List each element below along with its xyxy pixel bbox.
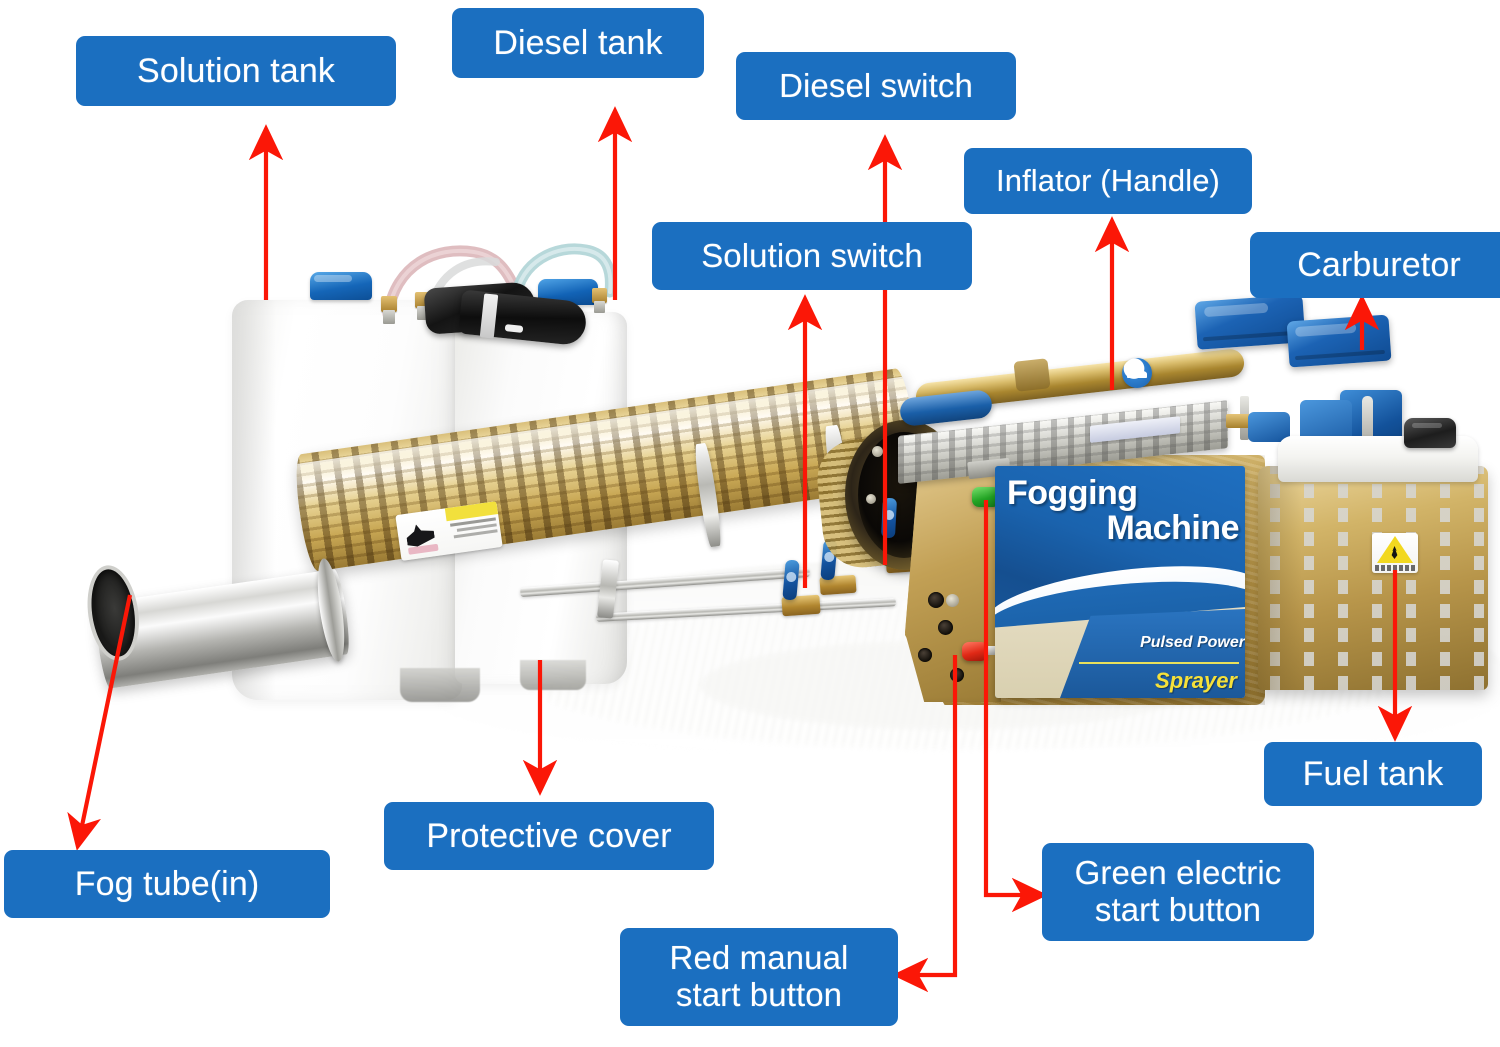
callout-diesel-tank[interactable]: Diesel tank — [452, 8, 704, 78]
engine-vent-hole-1 — [928, 592, 944, 608]
brand-subtitle-2: Sprayer — [1155, 668, 1237, 693]
arrow-fog-tube — [67, 594, 133, 851]
fuel-tank-heat-shield — [1258, 466, 1488, 690]
callout-solution-switch[interactable]: Solution switch — [652, 222, 972, 290]
tank-foot-left — [400, 668, 480, 702]
brand-line-2: Machine — [1106, 508, 1239, 547]
plate-accent-line — [1079, 662, 1239, 664]
brand-title: Fogging Machine — [1007, 476, 1243, 545]
tank-foot-right — [520, 660, 586, 690]
callout-green-electric-start[interactable]: Green electric start button — [1042, 843, 1314, 941]
solution-tank-cap — [310, 272, 372, 300]
callout-carburetor[interactable]: Carburetor — [1250, 232, 1500, 298]
fire-prevention-sticker — [1372, 533, 1418, 573]
carburetor-linkage — [1362, 396, 1373, 458]
callout-solution-tank[interactable]: Solution tank — [76, 36, 396, 106]
red-manual-start-button[interactable] — [962, 642, 988, 661]
plate-blue-band — [1057, 608, 1245, 698]
arrow-green-start — [983, 500, 1048, 913]
blower-screw-3 — [866, 494, 876, 504]
arrow-red-start — [892, 655, 958, 993]
callout-inflator-handle[interactable]: Inflator (Handle) — [964, 148, 1252, 214]
hose-fitting-3 — [592, 288, 607, 303]
brand-line-1: Fogging — [1007, 474, 1138, 512]
callout-red-manual-start[interactable]: Red manual start button — [620, 928, 898, 1026]
green-electric-start-button[interactable] — [972, 487, 1000, 507]
brand-logo-icon — [1122, 358, 1152, 388]
engine-screw — [946, 594, 959, 607]
heat-shield-edge — [1258, 466, 1302, 690]
callout-protective-cover[interactable]: Protective cover — [384, 802, 714, 870]
flame-icon — [1391, 546, 1398, 559]
intake-fitting — [1226, 414, 1252, 428]
callout-fog-tube[interactable]: Fog tube(in) — [4, 850, 330, 918]
brand-subtitle-1: Pulsed Power — [1140, 634, 1245, 651]
blower-screw-1 — [872, 446, 883, 457]
callout-diesel-switch[interactable]: Diesel switch — [736, 52, 1016, 120]
engine-vent-hole-2 — [938, 620, 953, 635]
heat-shield-slots — [1258, 466, 1488, 690]
hose-fitting-1 — [381, 296, 397, 312]
hose-stem-1 — [383, 310, 395, 324]
engine-vent-hole-3 — [918, 648, 932, 662]
engine-top-cover — [1248, 412, 1290, 442]
tank-hoses — [382, 243, 616, 320]
brand-plate: Fogging Machine Pulsed Power Sprayer — [995, 466, 1245, 698]
hose-stem-3 — [594, 301, 605, 313]
fuel-tank-cap[interactable] — [1404, 418, 1456, 448]
callout-fuel-tank[interactable]: Fuel tank — [1264, 742, 1482, 806]
